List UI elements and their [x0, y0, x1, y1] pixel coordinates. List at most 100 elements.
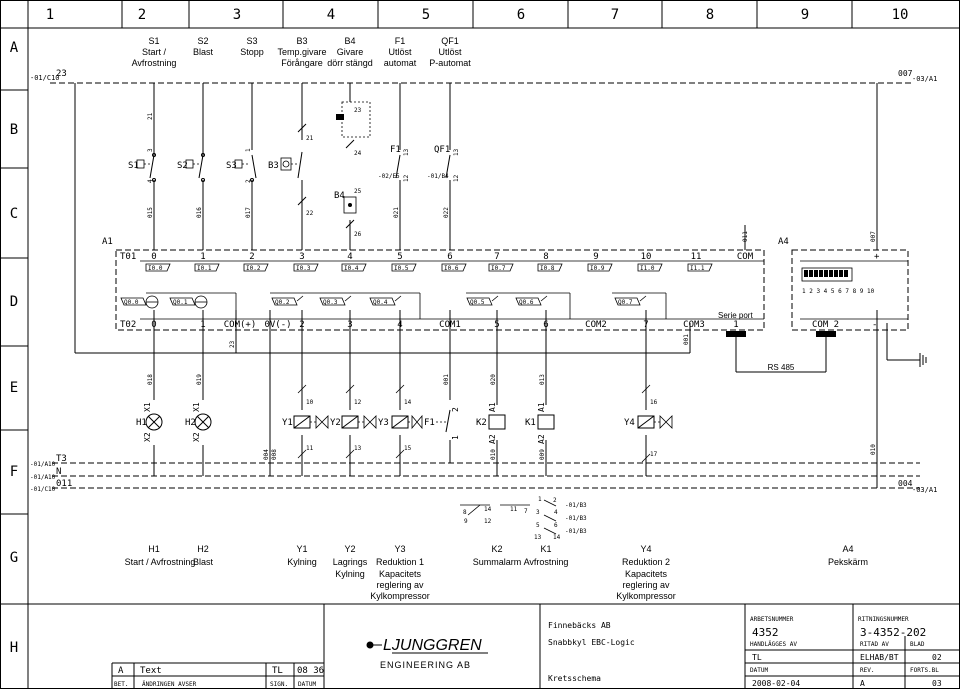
input-address: I0.0: [148, 265, 163, 272]
switch-label: S2: [177, 161, 188, 171]
wire-number: 017: [245, 207, 252, 218]
desc-line: Avfrostning: [524, 557, 569, 567]
pin-label: X2: [143, 432, 152, 442]
terminal-number: COM3: [683, 320, 705, 330]
terminal-number: 10: [641, 252, 652, 262]
row-letter: E: [10, 380, 18, 396]
label-line: Givare: [337, 47, 364, 57]
forts-label: FORTS.BL: [910, 667, 939, 674]
desc-line: Kapacitets: [379, 569, 422, 579]
input-address: I0.6: [444, 265, 459, 272]
wire-number: 008: [271, 449, 278, 460]
label-id: S2: [197, 36, 208, 46]
component-descriptions: H1 Start / Avfrostning H2 Blast Y1 Kylni…: [125, 544, 868, 601]
label-id: S3: [246, 36, 257, 46]
pin-label: 13: [354, 445, 362, 452]
datum-label: DATUM: [750, 667, 768, 674]
desc-line: reglering av: [376, 580, 424, 590]
terminal-number: 4: [397, 320, 402, 330]
rail-name: N: [56, 467, 61, 477]
desc-id: K2: [491, 544, 502, 554]
column-number: 6: [517, 7, 525, 23]
pin-label: A2: [537, 434, 546, 444]
terminal-number: 3: [347, 320, 352, 330]
serial-port-label: Serie port: [718, 311, 753, 320]
output-address: Q0.1: [173, 299, 188, 306]
label-id: F1: [395, 36, 406, 46]
terminal-number: COM1: [439, 320, 461, 330]
valve-y2: Y2 12 13: [330, 384, 377, 459]
pin-label: A1: [537, 402, 546, 412]
hand-value: TL: [752, 653, 762, 662]
pin-label: 2: [451, 407, 460, 412]
desc-h1: H1 Start / Avfrostning: [125, 544, 196, 567]
output-address: Q0.5: [470, 299, 485, 306]
company-logo: LJUNGGREN ENGINEERING AB: [366, 637, 488, 670]
loads: H1 X1 X2 H2 X1 X2 Y1 10 11: [136, 384, 673, 463]
desc-line: Lagrings: [333, 557, 368, 567]
hdr-bet: BET.: [114, 681, 128, 688]
k2-contact: 9: [464, 518, 468, 525]
contact-number: 3: [147, 148, 154, 152]
terminal-number: 1: [200, 252, 205, 262]
k1-contact: 1: [538, 496, 542, 503]
contact-ref: -01/B3: [565, 528, 587, 535]
contact-cross-reference: 8 14 11 7 9 12 1 2 3 4 5 6 13 14 -01/B3 …: [460, 496, 587, 541]
terminal-number: 0: [151, 320, 156, 330]
pin-label: A2: [488, 434, 497, 444]
wire-number: 022: [443, 207, 450, 218]
rev-sign: TL: [272, 666, 283, 676]
desc-k1: K1 Avfrostning: [524, 544, 569, 567]
display-name: A4: [778, 237, 789, 247]
desc-line: Kylning: [287, 557, 317, 567]
contact-ref: -01/B3: [565, 502, 587, 509]
k1-contact: 13: [534, 534, 542, 541]
rev-date: 08 36: [297, 666, 324, 676]
relay-k2: K2 A1 A2: [476, 402, 506, 444]
contact-number: 1: [245, 148, 252, 152]
plc-t01: T01: [120, 252, 136, 262]
label-line: Start /: [142, 47, 167, 57]
column-number: 7: [611, 7, 619, 23]
component-id: H2: [185, 418, 196, 428]
arb-label: ARBETSNUMMER: [750, 616, 794, 623]
terminal-number: 7: [494, 252, 499, 262]
column-number: 2: [138, 7, 146, 23]
input-address: I0.7: [491, 265, 506, 272]
blad-label: BLAD: [910, 641, 925, 648]
input-address: I1.1: [690, 265, 705, 272]
rail-ref: -01/C10: [30, 486, 56, 493]
input-address: I0.9: [590, 265, 605, 272]
switch-label: F1: [390, 145, 401, 155]
desc-id: K1: [540, 544, 551, 554]
pin-label: 16: [650, 399, 658, 406]
plc-a1: A1 T01 T02 0 1 2 3 4 5 6 7 8 9 10 11 COM…: [102, 237, 765, 337]
component-id: F1: [424, 418, 435, 428]
rail-name: T3: [56, 454, 67, 464]
terminal-number: 2: [249, 252, 254, 262]
wire-number: 010: [490, 449, 497, 460]
rail-ref: -01/A10: [30, 461, 56, 468]
input-address: I0.5: [394, 265, 409, 272]
column-numbers: 1 2 3 4 5 6 7 8 9 10: [46, 7, 909, 23]
input-address: I0.8: [540, 265, 555, 272]
k1-contact: 4: [554, 509, 558, 516]
contact-number: 24: [354, 150, 362, 157]
desc-id: Y4: [640, 544, 651, 554]
contact-number: 23: [354, 107, 362, 114]
lamp-h2: H2 X1 X2: [185, 402, 212, 442]
title-block: A Text TL 08 36 BET. ÄNDRINGEN AVSER SIG…: [28, 603, 960, 689]
component-id: Y3: [378, 418, 389, 428]
wire-number: 019: [196, 374, 203, 385]
row-letter: G: [10, 550, 18, 566]
wire-number: 020: [490, 374, 497, 385]
desc-id: H2: [197, 544, 209, 554]
terminal-number: 6: [543, 320, 548, 330]
wire-ref: -03/A1: [912, 75, 937, 83]
switch-label: B3: [268, 161, 279, 171]
wire-number: 007: [898, 69, 913, 78]
wires: 23 -01/C10 007 -03/A1 21 015 016 017 021…: [30, 69, 937, 494]
wire-number: 007: [870, 231, 877, 242]
ritad-label: RITAD AV: [860, 641, 889, 648]
aux-contact-f1: F1 13 12 -02/E5: [378, 145, 410, 182]
